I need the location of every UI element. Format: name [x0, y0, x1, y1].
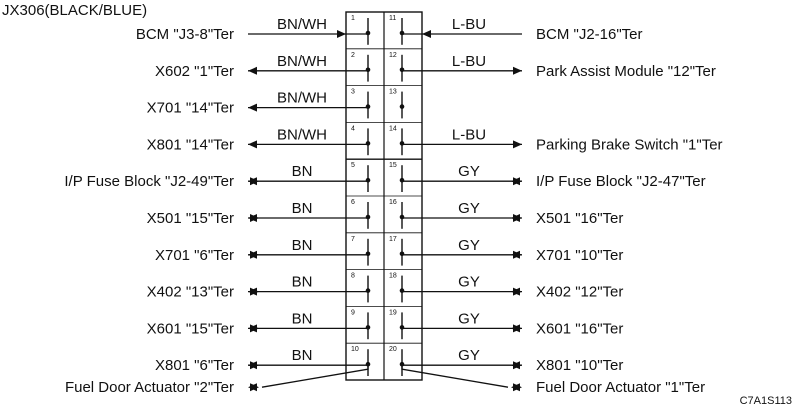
terminal-destination-label: X601 "15"Ter	[147, 320, 234, 337]
connector-head-inner	[250, 250, 259, 259]
branch-wire	[261, 365, 369, 388]
wire-color-label: BN	[292, 200, 313, 217]
wire-color-label: BN	[292, 310, 313, 327]
connector-head-inner	[511, 383, 520, 392]
pin-number: 8	[351, 273, 355, 280]
wire-color-label: BN	[292, 347, 313, 364]
pin-number: 4	[351, 125, 355, 132]
terminal-destination-label: I/P Fuse Block "J2-49"Ter	[64, 173, 234, 190]
pin-number: 14	[389, 125, 397, 132]
branch-destination-label: Fuel Door Actuator "2"Ter	[65, 379, 234, 396]
connector-title: JX306(BLACK/BLUE)	[2, 2, 147, 19]
terminal-destination-label: X501 "15"Ter	[147, 210, 234, 227]
wire-color-label: GY	[458, 347, 480, 364]
wire-color-label: BN	[292, 274, 313, 291]
wire-color-label: GY	[458, 274, 480, 291]
pin-number: 13	[389, 89, 397, 96]
terminal-destination-label: X402 "12"Ter	[536, 284, 623, 301]
terminal-destination-label: Parking Brake Switch "1"Ter	[536, 136, 723, 153]
pin-number: 12	[389, 52, 397, 59]
connector-head-inner	[511, 287, 520, 296]
branch-wire	[401, 365, 509, 388]
pin-number: 7	[351, 236, 355, 243]
arrow-head-out	[248, 140, 257, 149]
terminal-destination-label: BCM "J2-16"Ter	[536, 26, 643, 43]
pin-number: 10	[351, 346, 359, 353]
wire-color-label: BN	[292, 237, 313, 254]
connector-head-inner	[250, 177, 259, 186]
terminal-destination-label: X801 "10"Ter	[536, 357, 623, 374]
wire-color-label: GY	[458, 237, 480, 254]
pin-number: 2	[351, 52, 355, 59]
wire-color-label: GY	[458, 310, 480, 327]
connector-head-inner	[511, 361, 520, 370]
terminal-destination-label: X501 "16"Ter	[536, 210, 623, 227]
pin-number: 20	[389, 346, 397, 353]
pin-number: 17	[389, 236, 397, 243]
pin-number: 11	[389, 15, 396, 22]
wire-color-label: BN/WH	[277, 90, 327, 107]
wire-color-label: L-BU	[452, 53, 486, 70]
pin-number: 19	[389, 309, 397, 316]
pin-number: 16	[389, 199, 397, 206]
connector-head-inner	[250, 214, 259, 222]
terminal-destination-label: X701 "14"Ter	[147, 100, 234, 117]
connector-head-inner	[250, 383, 259, 392]
terminal-destination-label: X402 "13"Ter	[147, 284, 234, 301]
connector-head-inner	[511, 214, 520, 222]
wire-color-label: L-BU	[452, 126, 486, 143]
pin-number: 18	[389, 273, 397, 280]
arrow-head-out	[248, 66, 257, 75]
pin-number: 1	[351, 15, 355, 22]
arrow-head-in	[337, 30, 346, 38]
connector-head-inner	[511, 250, 520, 259]
connector-head-inner	[511, 177, 520, 186]
connector-head-inner	[250, 361, 259, 370]
arrow-head-out	[513, 140, 522, 149]
arrow-head-in	[422, 30, 431, 38]
terminal-destination-label: X801 "14"Ter	[147, 136, 234, 153]
arrow-head-out	[248, 103, 257, 112]
pin-number: 3	[351, 89, 355, 96]
connector-head-inner	[250, 324, 259, 333]
wire-color-label: L-BU	[452, 16, 486, 33]
wire-color-label: BN	[292, 163, 313, 180]
branch-destination-label: Fuel Door Actuator "1"Ter	[536, 379, 705, 396]
pin-number: 5	[351, 162, 355, 169]
pin-number: 15	[389, 162, 397, 169]
wire-color-label: BN/WH	[277, 16, 327, 33]
figure-code: C7A1S113	[740, 395, 792, 407]
pin-number: 6	[351, 199, 355, 206]
wire-color-label: BN/WH	[277, 53, 327, 70]
terminal-destination-label: BCM "J3-8"Ter	[136, 26, 234, 43]
terminal-dot	[399, 104, 405, 109]
terminal-destination-label: X601 "16"Ter	[536, 320, 623, 337]
connector-head-inner	[250, 287, 259, 296]
terminal-destination-label: X602 "1"Ter	[155, 63, 234, 80]
arrow-head-out	[513, 66, 522, 75]
terminal-destination-label: I/P Fuse Block "J2-47"Ter	[536, 173, 706, 190]
terminal-destination-label: Park Assist Module "12"Ter	[536, 63, 716, 80]
pin-number: 9	[351, 309, 355, 316]
terminal-destination-label: X701 "6"Ter	[155, 247, 234, 264]
wire-color-label: BN/WH	[277, 126, 327, 143]
terminal-destination-label: X701 "10"Ter	[536, 247, 623, 264]
connector-head-inner	[511, 324, 520, 333]
wire-color-label: GY	[458, 200, 480, 217]
wire-color-label: GY	[458, 163, 480, 180]
terminal-destination-label: X801 "6"Ter	[155, 357, 234, 374]
